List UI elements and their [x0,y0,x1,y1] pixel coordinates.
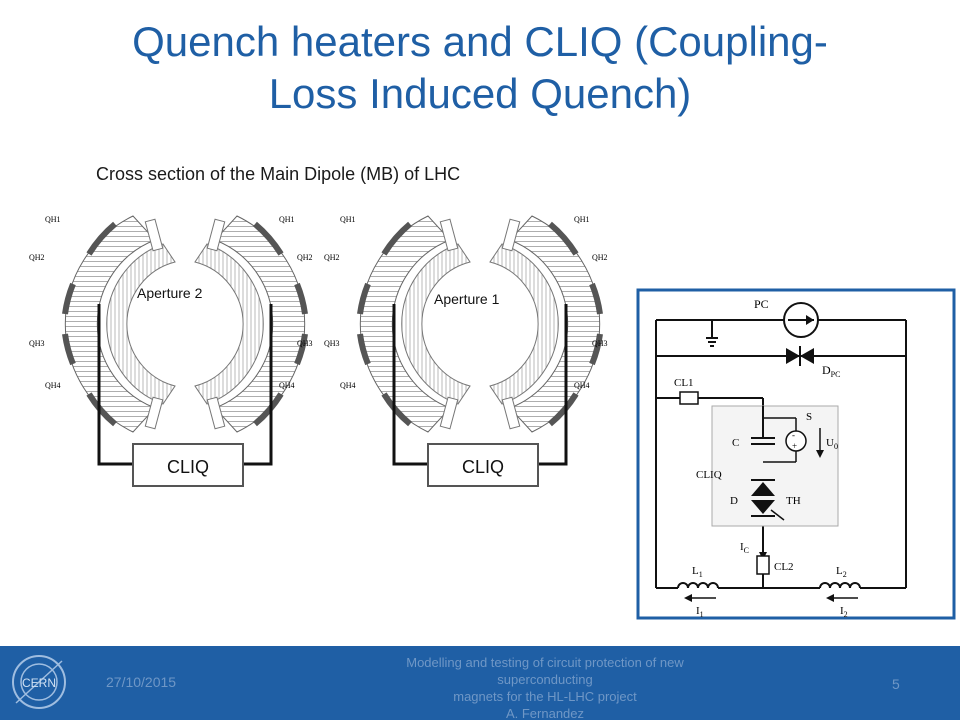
ic-label: IC [740,541,749,555]
i1-label: I1 [696,605,704,619]
circuit-diagram: PC DPC CL1 CLIQ C - + S U0 D TH [636,288,956,620]
cliq-unit-aperture-1 [427,443,539,487]
qh-label: QH4 [279,381,295,390]
cliq-box [711,405,839,527]
page-number: 5 [892,676,900,692]
footer-presentation-title: Modelling and testing of circuit protect… [380,654,710,722]
coil-inner-left [106,243,176,405]
figure-caption: Cross section of the Main Dipole (MB) of… [96,164,461,184]
cl1-label: CL1 [674,377,694,389]
thyristor-label: TH [786,495,801,507]
cern-logo-icon: CERN [12,655,66,709]
l2-label: L2 [836,565,847,579]
switch-label: S [806,411,812,423]
qh-label: QH3 [592,339,608,348]
qh-label: QH1 [340,215,356,224]
cliq-label: CLIQ [167,457,209,477]
qh-label: QH2 [297,253,313,262]
qh-label: QH1 [279,215,295,224]
svg-text:-: - [792,430,795,440]
coil-outer-left [64,215,156,433]
footer-date: 27/10/2015 [106,674,177,690]
aperture-1-magnet: QH1 QH2 QH3 QH4 QH1 QH2 QH3 QH4 Aperture… [324,215,608,487]
qh-label: QH3 [29,339,45,348]
u0-label: U0 [826,437,838,451]
diode-label: D [730,495,738,507]
dipole-cross-section-figure: QH1 QH2 QH3 QH4 QH1 QH2 QH3 QH4 Aperture… [0,196,625,516]
qh-label: QH4 [574,381,590,390]
footer-line-2: magnets for the HL-LHC project [453,689,637,704]
pc-label: PC [754,297,769,311]
dpc-label: DPC [822,363,840,379]
cl1-resistor [679,391,699,405]
aperture-2-label: Aperture 2 [137,285,203,301]
qh-label: QH4 [340,381,356,390]
thyristor-icon [751,500,775,514]
l1-label: L1 [692,565,703,579]
footer-author: A. Fernandez [505,706,585,721]
diode-icon [751,482,775,496]
slide-title: Quench heaters and CLIQ (Coupling- Loss … [40,16,920,120]
cliq-unit-aperture-2 [132,443,244,487]
coil-inner-left [401,243,471,405]
coil-outer-right [509,215,601,433]
title-line-1: Quench heaters and CLIQ (Coupling- [132,18,828,65]
svg-text:CERN: CERN [22,676,56,690]
cl2-resistor [756,555,770,575]
coil-outer-right [214,215,306,433]
aperture-2-magnet: QH1 QH2 QH3 QH4 QH1 QH2 QH3 QH4 Aperture… [29,215,313,487]
inductor-l1 [677,582,719,589]
cliq-label: CLIQ [462,457,504,477]
qh-label: QH2 [324,253,340,262]
cl2-label: CL2 [774,561,794,573]
footer-line-1: Modelling and testing of circuit protect… [406,655,684,687]
qh-label: QH2 [29,253,45,262]
cliq-circuit-figure: PC DPC CL1 CLIQ C - + S U0 D TH [636,288,956,620]
i2-label: I2 [840,605,848,619]
qh-label: QH3 [297,339,313,348]
qh-label: QH1 [45,215,61,224]
slide-footer: CERN 27/10/2015 Modelling and testing of… [0,646,960,722]
qh-label: QH3 [324,339,340,348]
dipole-diagram: QH1 QH2 QH3 QH4 QH1 QH2 QH3 QH4 Aperture… [29,215,608,487]
svg-text:+: + [792,441,797,451]
qh-label: QH2 [592,253,608,262]
qh-label: QH1 [574,215,590,224]
coil-inner-right [489,243,559,405]
coil-outer-left [359,215,451,433]
coil-inner-right [194,243,264,405]
aperture-1-label: Aperture 1 [434,291,500,307]
capacitor-label: C [732,437,739,449]
title-line-2: Loss Induced Quench) [268,70,692,117]
diode-pc-icon [786,348,800,364]
cliq-box-label: CLIQ [696,469,722,481]
inductor-l2 [819,582,861,589]
qh-label: QH4 [45,381,61,390]
